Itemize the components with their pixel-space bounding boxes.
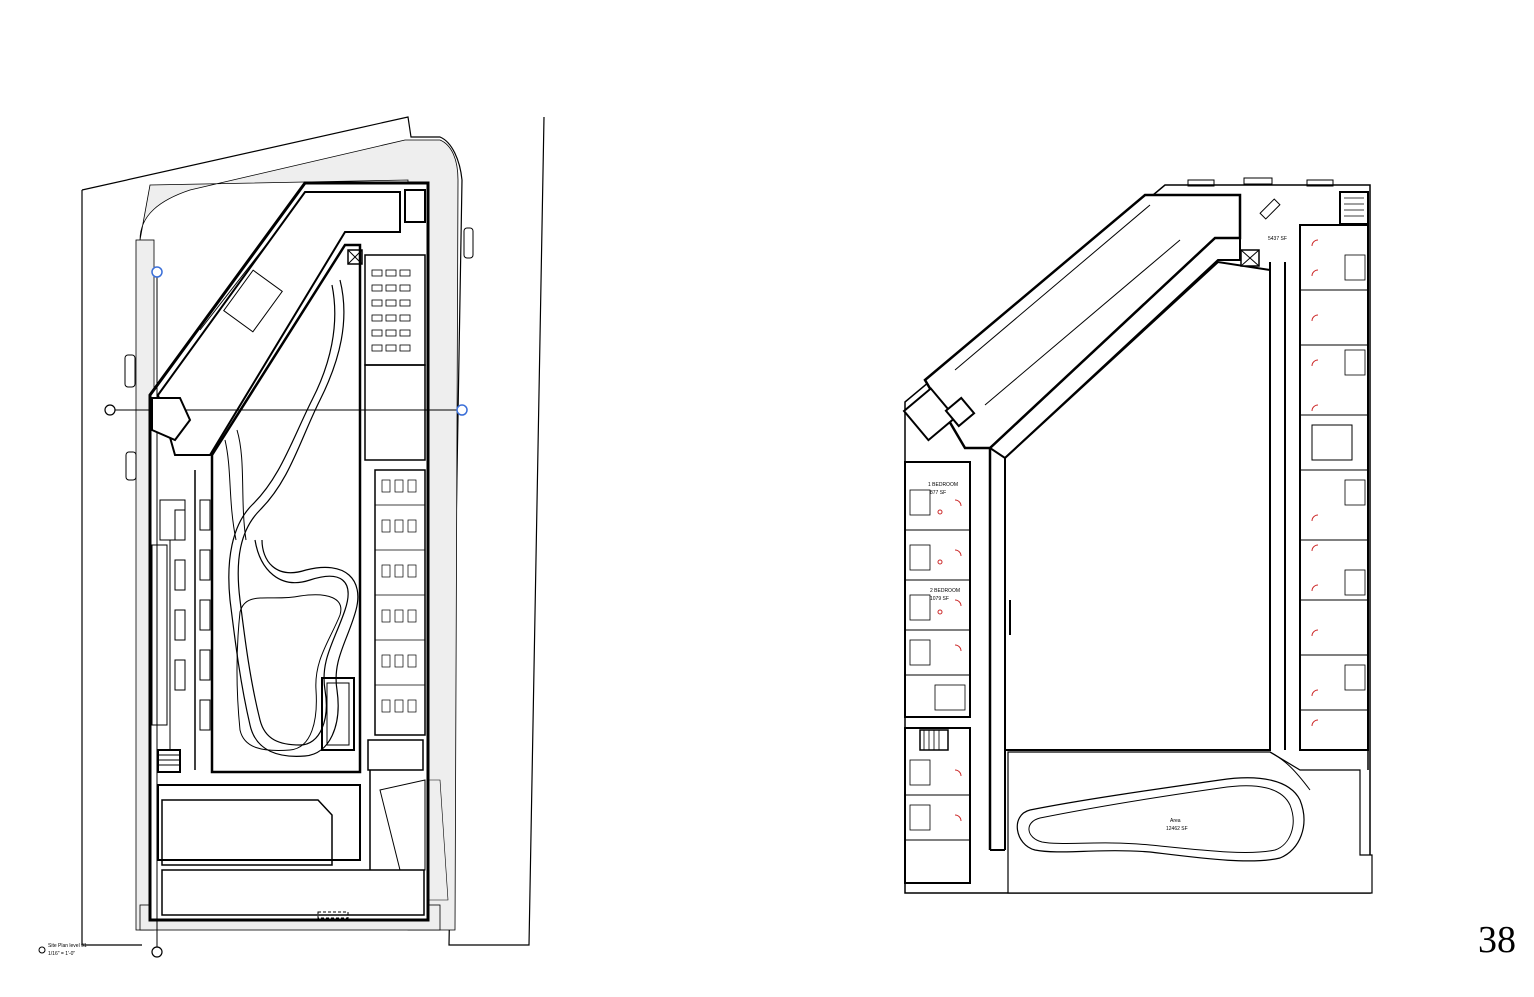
south-block-office [161, 799, 333, 866]
parking-wing-line [199, 239, 271, 331]
east-wing-service [364, 364, 426, 461]
room-label-1: 1 BEDROOM [928, 482, 958, 488]
parking-wing-room [223, 269, 283, 333]
scale-note-line2: 1/16" = 1'-0" [48, 951, 75, 957]
northwest-elevator [944, 396, 976, 428]
west-lower-units [904, 727, 971, 884]
pool-inner [326, 682, 350, 746]
upper-level-plan: 1 BEDROOM 877 SF 2 BEDROOM 1079 SF [902, 177, 1373, 894]
grid-marker-top [151, 266, 163, 278]
site-plan-level-01: Site Plan level 01 1/16" = 1'-0" [38, 116, 545, 958]
scale-note-line1: Site Plan level 01 [48, 943, 87, 949]
stair-west [151, 397, 192, 442]
courtyard-path [237, 279, 349, 746]
courtyard-path-edge [228, 284, 359, 757]
courtyard-pond [236, 594, 342, 751]
room-area-2: 1079 SF [930, 596, 949, 602]
parked-car-3 [463, 227, 474, 259]
east-wing-stair-north [404, 189, 426, 223]
scale-note-marker [38, 946, 46, 954]
room-label-2: 2 BEDROOM [930, 588, 960, 594]
parked-car-2 [125, 451, 137, 481]
south-block [157, 784, 361, 861]
east-wing-elevator [347, 249, 363, 265]
courtyard-area: 12462 SF [1166, 826, 1188, 832]
courtyard [1007, 751, 1373, 894]
property-boundary [81, 116, 545, 946]
east-wing-storage [374, 469, 426, 736]
pool [321, 677, 355, 751]
west-wing-units [151, 470, 211, 773]
courtyard-lawn [1016, 777, 1305, 862]
top-area-label: 5437 SF [1268, 236, 1287, 242]
room-area-1: 877 SF [930, 490, 946, 496]
south-ramp [379, 779, 426, 871]
courtyard-lawn-inner [1028, 785, 1294, 853]
parked-car-1 [124, 354, 136, 388]
east-wing-small-rooms [367, 739, 424, 771]
courtyard-path-north-edge [236, 429, 247, 541]
northwest-stair [902, 387, 957, 442]
grid-marker-right [456, 404, 468, 416]
parking-wing [156, 191, 401, 456]
west-unit-column [904, 461, 971, 718]
courtyard-label: Area [1170, 818, 1181, 824]
northeast-stair [1339, 191, 1369, 225]
grid-marker-left [104, 404, 116, 416]
south-block-garage [161, 869, 425, 916]
courtyard-path-north [224, 439, 237, 541]
page-number: 38 [1478, 919, 1516, 961]
grid-marker-bottom [151, 946, 163, 958]
east-unit-column [1299, 224, 1369, 751]
